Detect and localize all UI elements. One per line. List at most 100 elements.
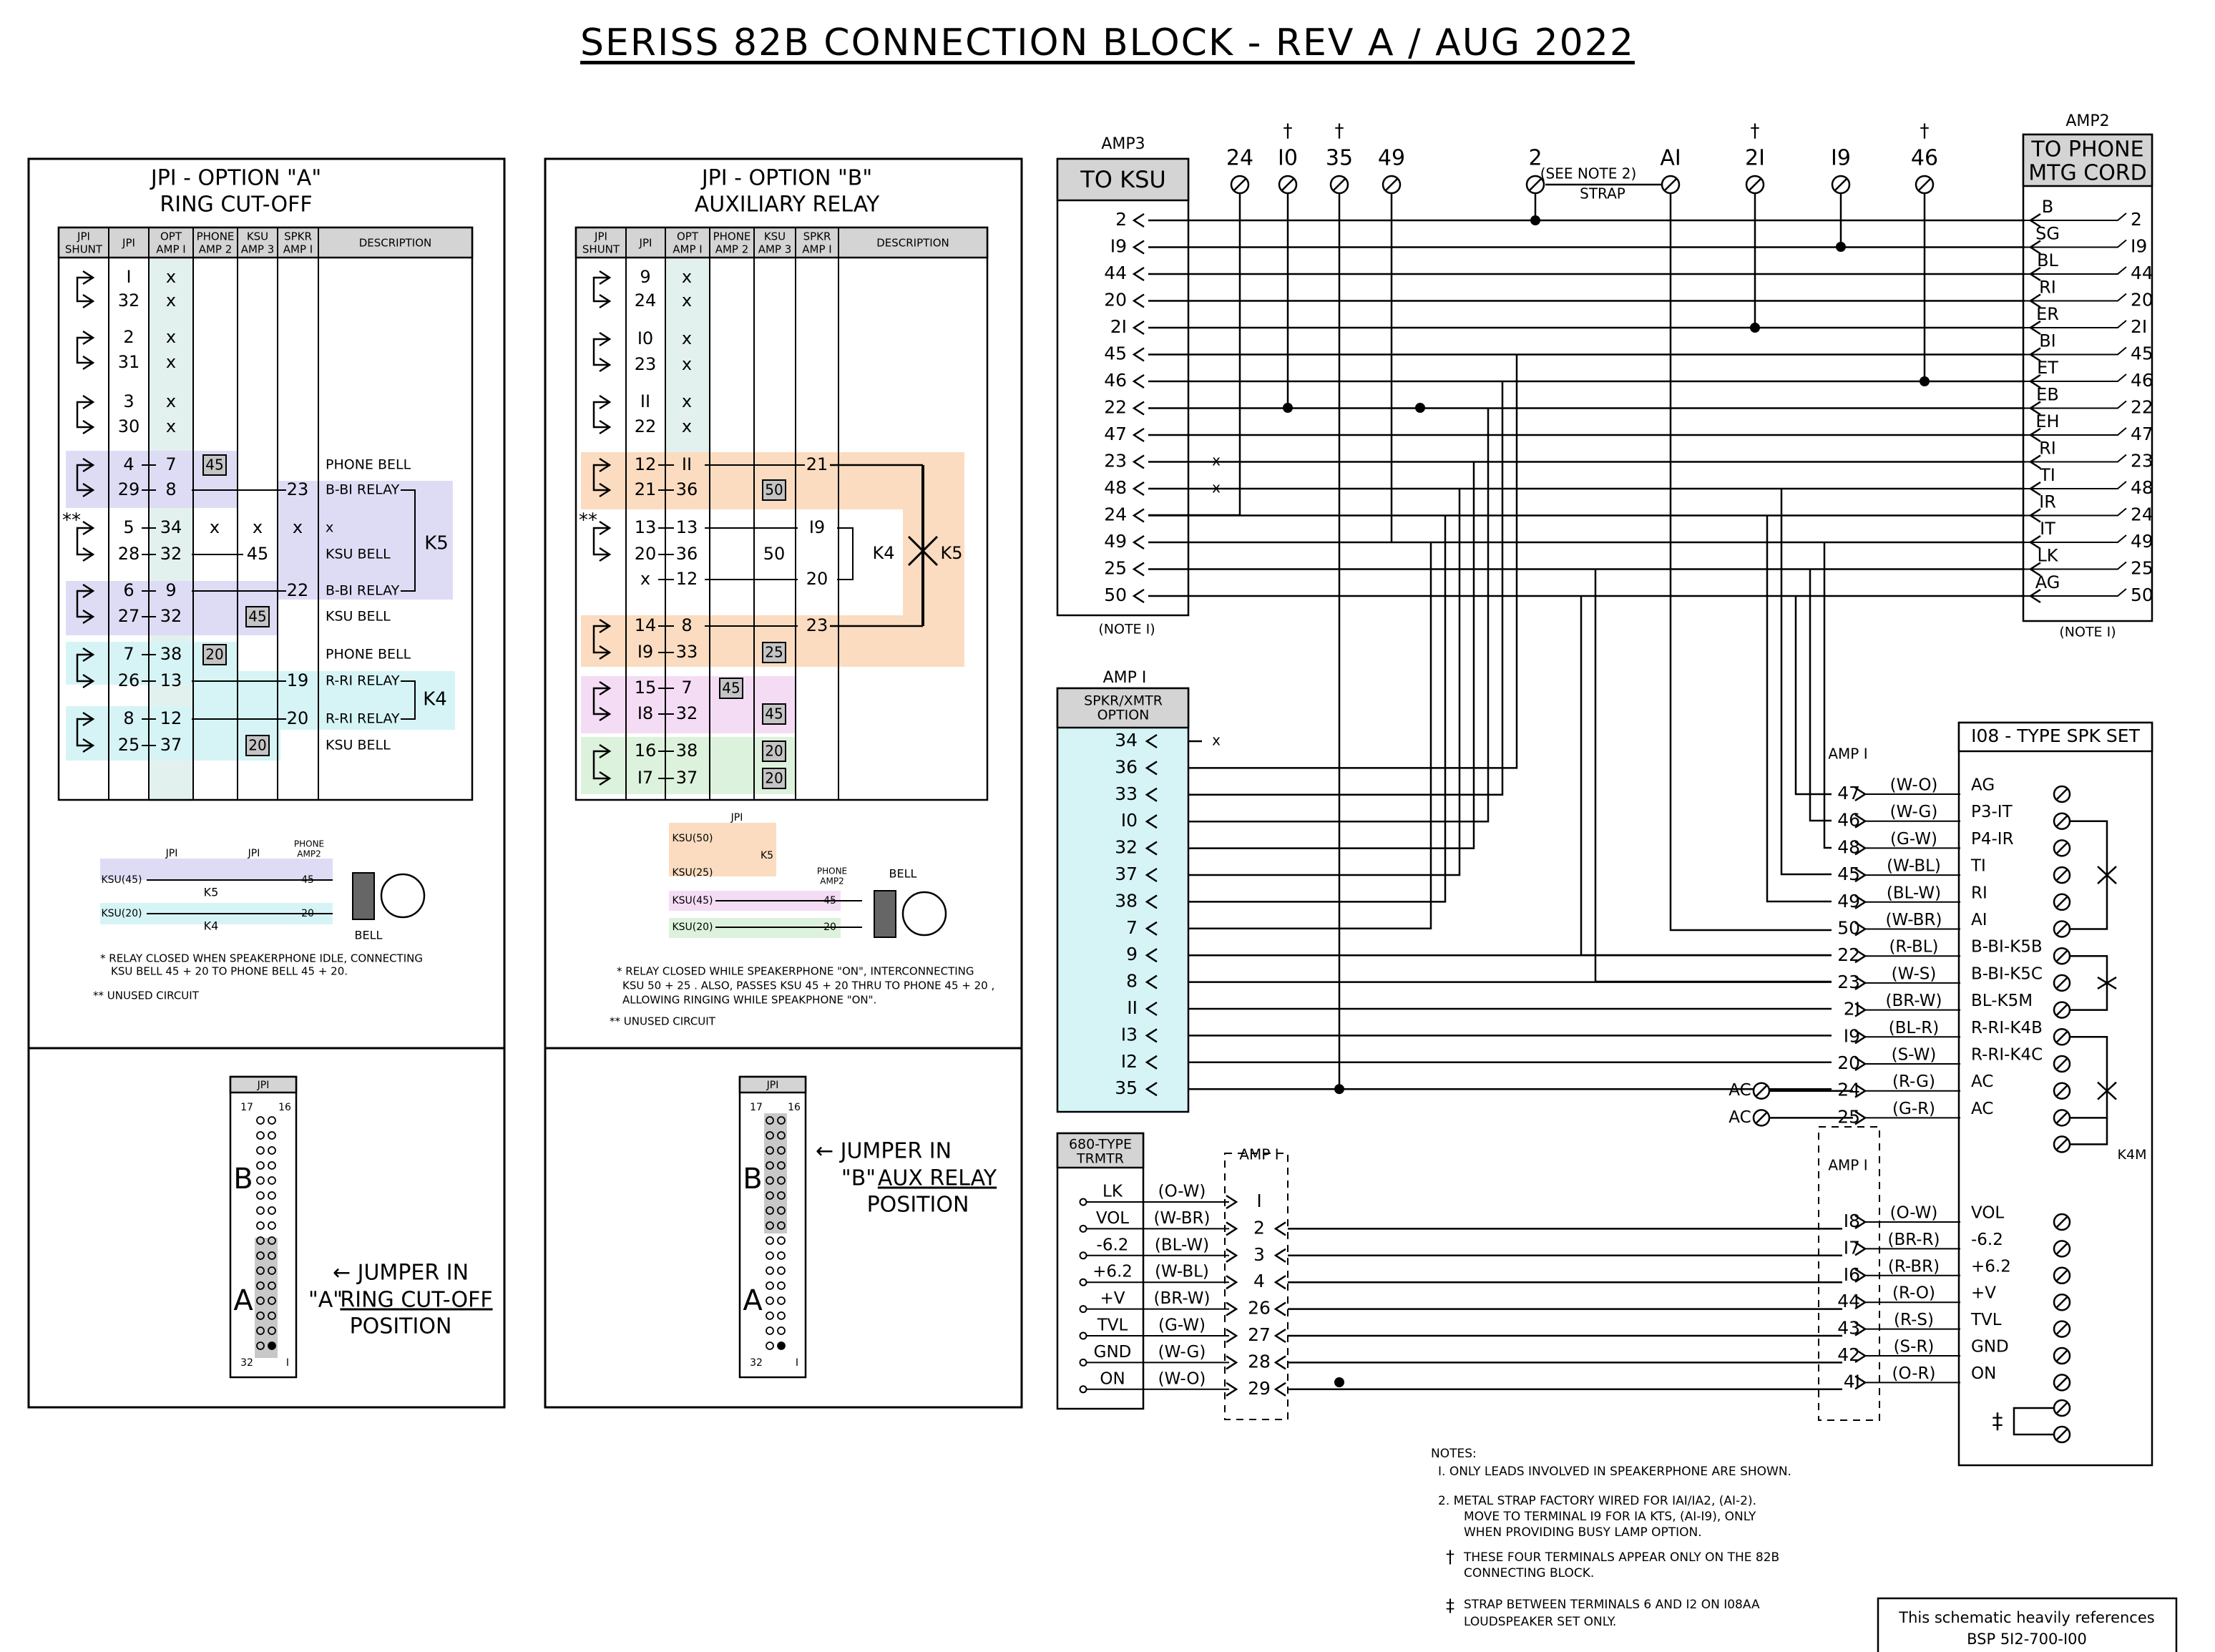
amp2-lead	[2025, 320, 2127, 328]
junction-dot	[1334, 1377, 1344, 1387]
boxed-value-frame	[762, 642, 786, 663]
mini-label: KSU(20)	[101, 908, 142, 919]
mini-label: K5	[761, 850, 773, 861]
shunt-symbol	[592, 338, 608, 366]
jpi-value: 6	[123, 580, 134, 600]
note-line: WHEN PROVIDING BUSY LAMP OPTION.	[1464, 1525, 1702, 1540]
jpi-value: 20	[635, 544, 657, 564]
jumper-pin	[766, 1146, 774, 1155]
opt-value: 33	[676, 642, 698, 662]
spk-terminal-name: P3-IT	[1971, 803, 2013, 821]
mini-label: BELL	[889, 867, 917, 881]
arrow-head	[1132, 240, 1145, 255]
amp1-pin: I3	[1121, 1024, 1138, 1045]
arrow-head	[82, 609, 95, 625]
mini-band-blue	[100, 859, 333, 880]
amp3-label: AMP3	[1101, 135, 1145, 153]
boxed-value-frame	[719, 678, 743, 699]
arrow-head	[1132, 427, 1145, 443]
spkr-value: 21	[806, 454, 828, 474]
note-dagger: †	[1446, 1547, 1454, 1567]
shunt-symbol	[592, 276, 608, 303]
arrow-head	[82, 711, 95, 727]
shunt-symbol	[592, 750, 608, 780]
no-connect: x	[1212, 732, 1221, 749]
arrow-head	[1145, 974, 1158, 989]
arrow-head	[1226, 1328, 1238, 1344]
jumper-pin	[766, 1251, 774, 1260]
jumper-pin	[777, 1281, 786, 1290]
jpi-value: 24	[635, 290, 657, 311]
jumper-pin	[777, 1206, 786, 1215]
dagger-mark: †	[1283, 121, 1293, 142]
spk-set-header-text: I08 - TYPE SPK SET	[1971, 725, 2140, 746]
top-terminal-label: 24	[1226, 146, 1253, 171]
arrow-head	[599, 357, 612, 373]
jpi-value: 27	[118, 606, 140, 626]
ksu-value: 20	[248, 737, 266, 754]
opt-value: 8	[681, 615, 692, 635]
jumper-pin	[256, 1116, 265, 1125]
jumper-block-header	[229, 1075, 298, 1094]
amp2-pin: 44	[2131, 263, 2153, 283]
jumper-pin	[268, 1146, 276, 1155]
jumper-pin	[766, 1131, 774, 1140]
arrow-head	[1273, 1221, 1286, 1236]
spk-wire-color: (G-R)	[1892, 1100, 1935, 1118]
top-terminal-label: AI	[1660, 146, 1681, 171]
trmtr-header-text: 680-TYPE	[1069, 1137, 1132, 1153]
arrow-head	[599, 520, 612, 536]
trmtr-pin-number: 3	[1253, 1244, 1265, 1265]
band-green	[581, 737, 796, 794]
band-pink	[581, 676, 796, 733]
jumper-pin	[777, 1266, 786, 1275]
arrow-head	[2028, 266, 2041, 282]
amp1-header-text: SPKR/XMTR	[1084, 693, 1163, 709]
jumper-pin	[268, 1221, 276, 1230]
jumper-pin	[268, 1116, 276, 1125]
spk-pin: 2I	[1844, 999, 1860, 1020]
amp3-pin: 47	[1104, 424, 1127, 444]
panel-a-table-header	[57, 226, 474, 259]
trmtr-header-text: TRMTR	[1076, 1151, 1124, 1167]
trmtr-color: (W-BR)	[1154, 1209, 1211, 1228]
spk-amp-label: AMP I	[1828, 1157, 1867, 1174]
spk-terminal-name: ON	[1971, 1364, 1996, 1383]
terminal-slot	[1917, 177, 1932, 192]
jumper-pin	[766, 1161, 774, 1170]
amp2-pin: 50	[2131, 585, 2153, 605]
terminal-slot	[2055, 841, 2068, 854]
description: PHONE BELL	[326, 457, 411, 473]
spk-terminal-name: R-RI-K4B	[1971, 1019, 2043, 1037]
arrow-head	[2028, 293, 2041, 308]
spkr-value: I9	[809, 517, 825, 537]
arrow-head	[1145, 867, 1158, 883]
dagger-mark: †	[1335, 121, 1344, 142]
amp2-lead	[2025, 481, 2127, 489]
table-col-header: AMP I	[802, 243, 831, 256]
footnote: * RELAY CLOSED WHILE SPEAKERPHONE "ON", …	[617, 965, 974, 978]
spkr-value: 22	[287, 580, 309, 600]
opt-column-shade	[665, 258, 710, 458]
arrow-head	[2028, 320, 2041, 336]
jumper-pin	[268, 1311, 276, 1320]
spk-pin: I8	[1844, 1211, 1860, 1231]
jpi-value: x	[640, 569, 650, 589]
amp2-pin: 47	[2131, 424, 2153, 444]
amp2-code: AG	[2035, 572, 2060, 592]
note-line: MOVE TO TERMINAL I9 FOR IA KTS, (AI-I9),…	[1464, 1510, 1756, 1524]
amp1-pin: 32	[1115, 837, 1138, 858]
footnote: KSU BELL 45 + 20 TO PHONE BELL 45 + 20.	[111, 965, 348, 978]
jpi-value: 2	[123, 327, 134, 347]
amp3-header-text: TO KSU	[1080, 166, 1166, 193]
amp3-pin: 46	[1104, 370, 1127, 391]
panel-b-table-header	[574, 226, 989, 259]
spkr-value: 19	[287, 670, 309, 690]
spk-wire-color: (W-BL)	[1887, 857, 1941, 876]
terminal-slot	[1755, 1085, 1768, 1098]
jumper-pin	[777, 1341, 786, 1350]
relay-k5: K5	[424, 533, 449, 554]
panel-a-subheading: RING CUT-OFF	[160, 192, 312, 218]
table-col-header: AMP I	[283, 243, 313, 256]
amp2-pin: 22	[2131, 397, 2153, 418]
